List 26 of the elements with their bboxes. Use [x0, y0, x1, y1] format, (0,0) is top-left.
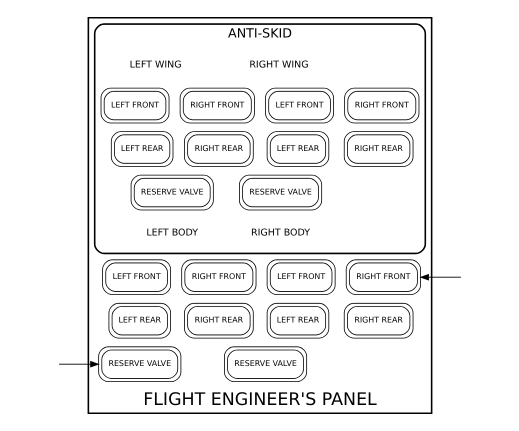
node-box: LEFT FRONT	[264, 88, 334, 124]
node-box: RESERVE VALVE	[130, 174, 214, 210]
node-box: RIGHT FRONT	[179, 88, 254, 124]
node-box: LEFT REAR	[266, 302, 329, 338]
arrow	[58, 360, 100, 368]
node-box: RIGHT REAR	[184, 131, 254, 167]
node-box: LEFT FRONT	[100, 88, 169, 124]
node-box: LEFT REAR	[110, 131, 173, 167]
node-box: RIGHT REAR	[343, 302, 413, 338]
node-box: RIGHT FRONT	[344, 88, 419, 124]
node-box: LEFT REAR	[108, 302, 171, 338]
arrow	[418, 274, 461, 281]
node-box: LEFT FRONT	[102, 259, 171, 295]
node-box: RIGHT FRONT	[345, 259, 420, 295]
label: RIGHT WING	[248, 60, 308, 71]
node-box: LEFT REAR	[266, 131, 329, 167]
label: LEFT WING	[129, 60, 182, 71]
node-box: RIGHT REAR	[343, 131, 413, 167]
node-box: RIGHT FRONT	[180, 259, 256, 295]
node-box: LEFT FRONT	[266, 259, 336, 295]
node-box: RESERVE VALVE	[224, 346, 307, 382]
node-box: RESERVE VALVE	[238, 174, 322, 210]
node-box: RESERVE VALVE	[98, 346, 181, 382]
label: LEFT BODY	[146, 227, 198, 238]
label: RIGHT BODY	[250, 227, 310, 238]
node-box: RIGHT REAR	[184, 302, 254, 338]
